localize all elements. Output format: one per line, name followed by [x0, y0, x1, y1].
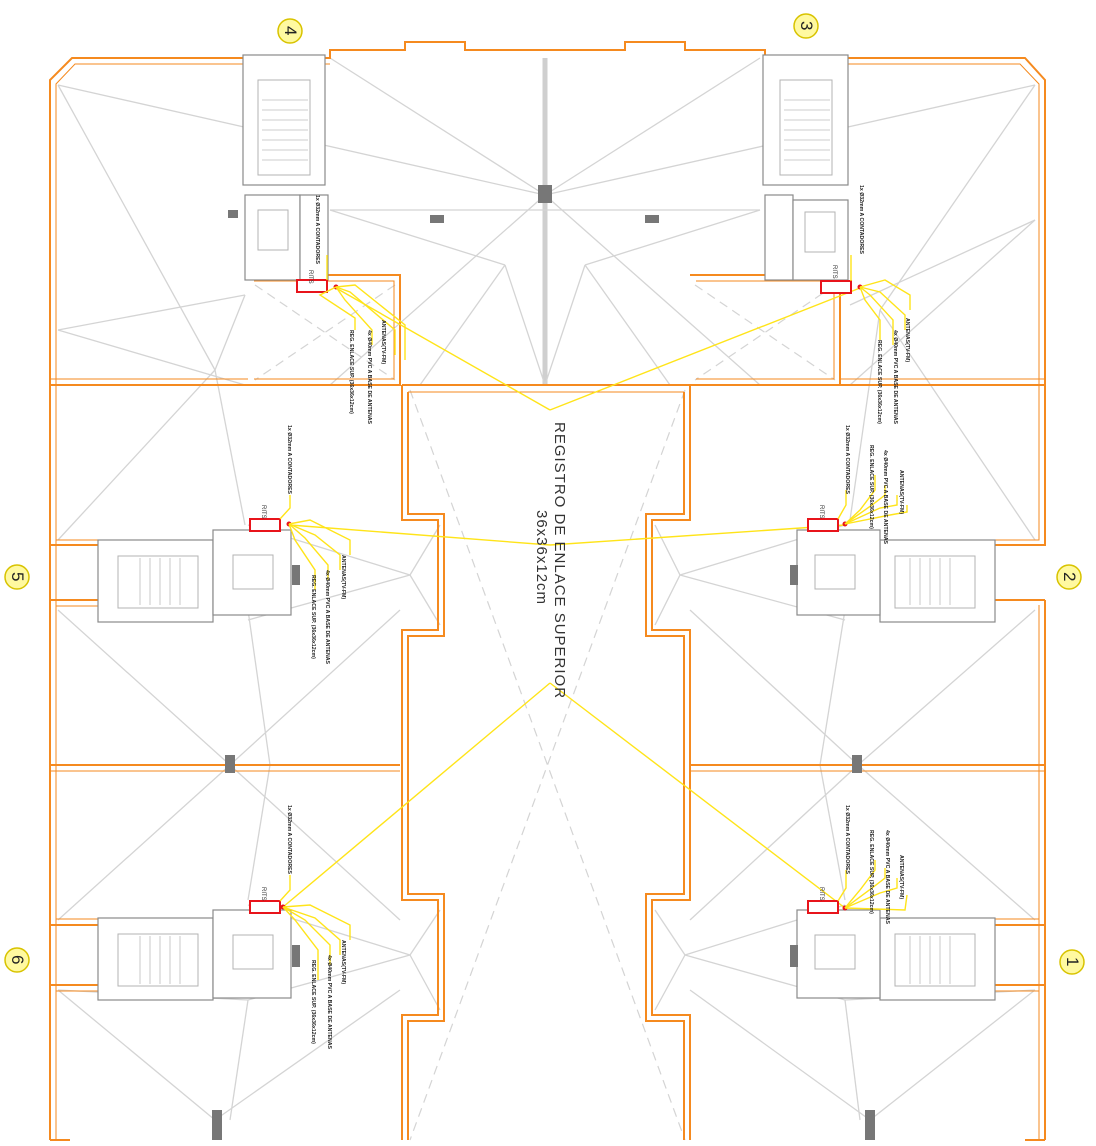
note-conduits-tower-2: 4x Ø40mm PVC A BASE DE ANTENAS [882, 450, 888, 545]
rits-label-tower-6: RITS [260, 887, 266, 901]
core-4 [228, 54, 329, 281]
core-2 [790, 529, 996, 773]
tower-marker-1: 1 [1059, 949, 1085, 975]
tower-number-1: 1 [1063, 957, 1082, 966]
note-counters-tower-5: 1x Ø32mm A CONTADORES [286, 425, 292, 495]
tower-marker-6: 6 [4, 947, 30, 973]
tower-marker-5: 5 [4, 564, 30, 590]
tower-marker-2: 2 [1056, 564, 1082, 590]
rits-label-tower-2: RITS [818, 505, 824, 519]
link-cables [282, 287, 861, 909]
note-register-tower-5: REG. ENLACE SUP. (36x36x12cm) [310, 575, 316, 659]
note-antennas-tower-4: ANTENAS(TV-FM) [380, 320, 386, 364]
note-register-tower-3: REG. ENLACE SUP. (36x36x12cm) [876, 340, 882, 424]
tower-number-4: 4 [281, 26, 300, 35]
tower-number-5: 5 [8, 572, 27, 581]
note-counters-tower-4: 1x Ø32mm A CONTADORES [314, 195, 320, 265]
core-5 [97, 529, 300, 623]
rits-tower-2 [807, 475, 908, 532]
tower-number-3: 3 [797, 21, 816, 30]
note-antennas-tower-1: ANTENAS(TV-FM) [898, 855, 904, 899]
central-register-size: 36x36x12cm [533, 510, 550, 605]
building-outline [49, 41, 1046, 1141]
rits-tower-1 [807, 860, 908, 914]
core-3 [430, 54, 849, 281]
tower-markers: 4 3 5 2 6 1 [4, 13, 1085, 975]
tower-number-2: 2 [1060, 572, 1079, 581]
note-register-tower-4: REG. ENLACE SUP. (36x36x12cm) [348, 330, 354, 414]
note-counters-tower-6: 1x Ø32mm A CONTADORES [286, 805, 292, 875]
note-register-tower-1: REG. ENLACE SUP. (36x36x12cm) [868, 830, 874, 914]
tower-marker-4: 4 [277, 18, 303, 44]
note-antennas-tower-5: ANTENAS(TV-FM) [340, 555, 346, 599]
note-conduits-tower-3: 4x Ø40mm PVC A BASE DE ANTENAS [892, 330, 898, 425]
note-register-tower-6: REG. ENLACE SUP. (36x36x12cm) [310, 960, 316, 1044]
rits-label-tower-3: RITS [831, 265, 837, 279]
annotations: RITS 1x Ø32mm A CONTADORES REG. ENLACE S… [260, 185, 910, 1050]
tower-marker-3: 3 [793, 13, 819, 39]
rits-tower-3 [820, 255, 911, 345]
note-register-tower-2: REG. ENLACE SUP. (36x36x12cm) [868, 445, 874, 529]
rits-tower-4 [296, 255, 406, 360]
note-conduits-tower-1: 4x Ø40mm PVC A BASE DE ANTENAS [884, 830, 890, 925]
rits-tower-5 [249, 495, 351, 590]
note-counters-tower-1: 1x Ø32mm A CONTADORES [844, 805, 850, 875]
note-conduits-tower-6: 4x Ø40mm PVC A BASE DE ANTENAS [326, 955, 332, 1050]
core-6 [97, 755, 300, 1140]
note-antennas-tower-2: ANTENAS(TV-FM) [898, 470, 904, 514]
note-counters-tower-2: 1x Ø32mm A CONTADORES [844, 425, 850, 495]
tower-number-6: 6 [8, 955, 27, 964]
note-antennas-tower-6: ANTENAS(TV-FM) [340, 940, 346, 984]
core-1 [790, 909, 996, 1140]
rits-label-tower-5: RITS [260, 505, 266, 519]
central-register-title: REGISTRO DE ENLACE SUPERIOR [551, 422, 568, 699]
stair-cores [97, 54, 996, 1140]
rits-label-tower-4: RITS [307, 270, 313, 284]
rits-tower-6 [249, 875, 351, 980]
rits-label-tower-1: RITS [818, 887, 824, 901]
note-conduits-tower-4: 4x Ø40mm PVC A BASE DE ANTENAS [366, 330, 372, 425]
note-counters-tower-3: 1x Ø32mm A CONTADORES [858, 185, 864, 255]
note-antennas-tower-3: ANTENAS(TV-FM) [904, 318, 910, 362]
note-conduits-tower-5: 4x Ø40mm PVC A BASE DE ANTENAS [324, 570, 330, 665]
roof-lines [57, 57, 1036, 1141]
rits-registers [249, 255, 911, 980]
